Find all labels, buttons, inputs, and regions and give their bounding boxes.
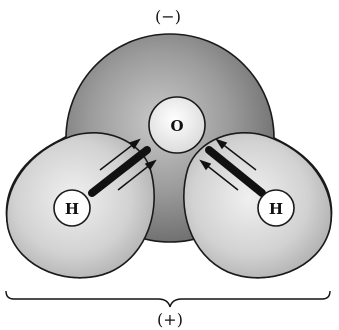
positive-charge-label: (+) bbox=[157, 310, 183, 329]
oxygen-atom-label: O bbox=[170, 117, 183, 135]
hydrogen-left-nucleus bbox=[53, 189, 91, 227]
bond-right bbox=[205, 146, 266, 197]
negative-charge-label: (−) bbox=[155, 7, 181, 26]
hydrogen-right-nucleus bbox=[257, 189, 295, 227]
arrows-right bbox=[199, 138, 257, 191]
arrows-left bbox=[99, 138, 157, 191]
bottom-brace bbox=[5, 290, 331, 308]
hydrogen-right-label: H bbox=[269, 200, 283, 218]
hydrogen-left-label: H bbox=[65, 200, 79, 218]
bond-left bbox=[88, 146, 151, 197]
oxygen-nucleus bbox=[148, 96, 206, 154]
